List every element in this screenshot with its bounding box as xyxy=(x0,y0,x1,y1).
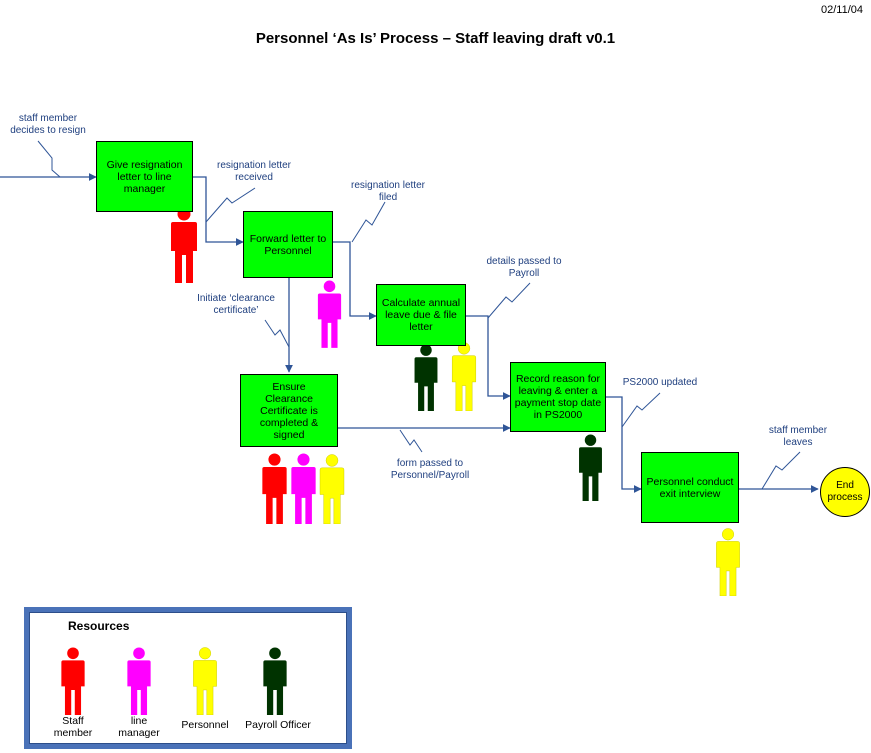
flow-label-letter-received: resignation letter received xyxy=(217,160,291,183)
process-step-record-reason: Record reason for leaving & enter a paym… xyxy=(510,362,606,432)
personnel-figure xyxy=(715,528,741,596)
process-step-calculate-leave: Calculate annual leave due & file letter xyxy=(376,284,466,346)
legend-line-manager-icon xyxy=(127,647,151,715)
process-step-give-resignation: Give resignation letter to line manager xyxy=(96,141,193,212)
payroll-officer-figure xyxy=(579,434,602,501)
flow-label-initiate-clearance: Initiate ‘clearance certificate’ xyxy=(197,293,275,316)
legend-label-line-manager: line manager xyxy=(118,715,160,739)
flow-connectors xyxy=(0,173,819,493)
resources-legend: Resources Staff member line manager Pers… xyxy=(24,607,352,749)
flow-label-details-to-payroll: details passed to Payroll xyxy=(486,256,562,279)
callout-pointers xyxy=(37,140,801,490)
process-step-forward-letter: Forward letter to Personnel xyxy=(243,211,333,278)
end-process-node: End process xyxy=(820,467,870,517)
page-title: Personnel ‘As Is’ Process – Staff leavin… xyxy=(255,30,616,47)
staff-member-figure xyxy=(171,207,197,283)
arrow-give-to-forward xyxy=(193,176,244,246)
document-date: 02/11/04 xyxy=(820,4,863,16)
staff-member-figure xyxy=(262,453,287,524)
line-manager-figure xyxy=(317,280,342,348)
flow-label-letter-filed: resignation letter filed xyxy=(351,180,425,203)
process-step-ensure-clearance: Ensure Clearance Certificate is complete… xyxy=(240,374,338,447)
flow-label-decides-to-resign: staff member decides to resign xyxy=(10,113,86,136)
flow-label-ps2000-updated: PS2000 updated xyxy=(622,377,698,388)
flow-label-staff-leaves: staff member leaves xyxy=(768,425,828,448)
legend-payroll-officer-icon xyxy=(263,647,287,715)
legend-title: Resources xyxy=(68,619,130,633)
legend-personnel-icon xyxy=(192,647,218,715)
flow-label-form-passed: form passed to Personnel/Payroll xyxy=(390,458,470,481)
legend-panel: Resources Staff member line manager Pers… xyxy=(29,612,347,744)
legend-label-payroll-officer: Payroll Officer xyxy=(245,719,311,731)
legend-label-staff-member: Staff member xyxy=(53,715,93,739)
arrow-record-to-exit xyxy=(606,396,642,493)
personnel-figure xyxy=(451,342,477,411)
arrow-calculate-to-record xyxy=(466,315,511,400)
line-manager-figure xyxy=(291,453,316,524)
legend-staff-member-icon xyxy=(61,647,85,715)
legend-label-personnel: Personnel xyxy=(181,719,229,731)
process-step-exit-interview: Personnel conduct exit interview xyxy=(641,452,739,523)
arrow-forward-to-calculate xyxy=(333,241,377,320)
payroll-officer-figure xyxy=(414,344,438,411)
personnel-figure xyxy=(319,454,345,524)
